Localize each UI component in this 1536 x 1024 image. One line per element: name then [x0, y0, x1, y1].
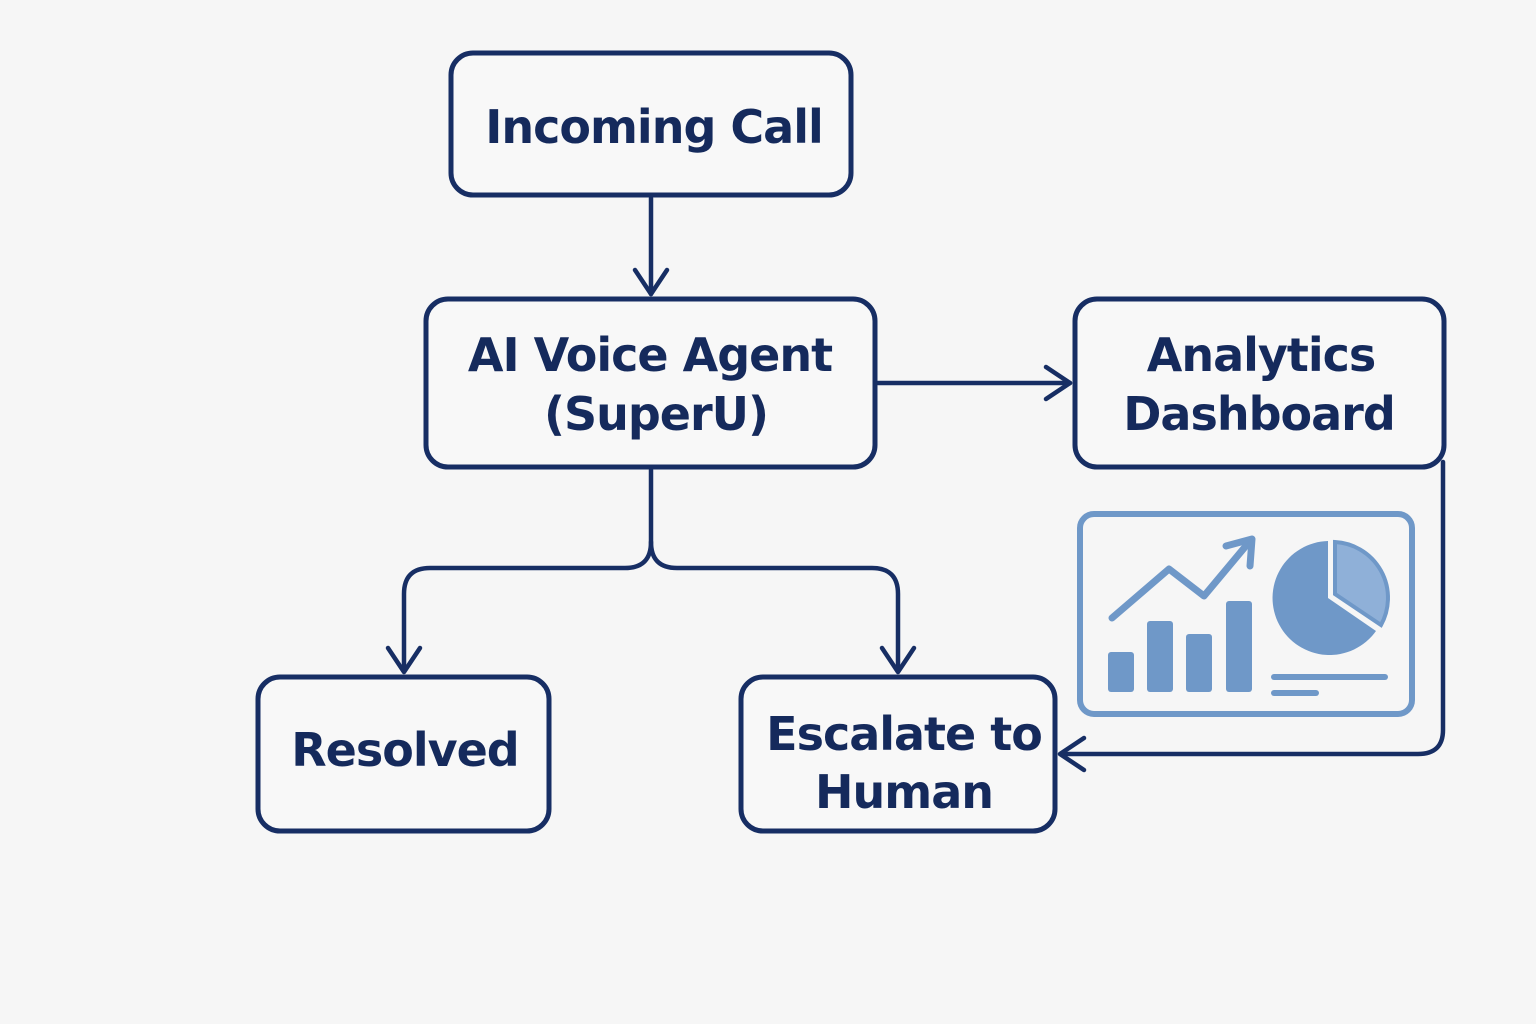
edge-agent-to-resolved: [385, 467, 654, 675]
trend-arrow-icon: [1108, 537, 1254, 622]
bar-icon: [1108, 652, 1134, 692]
node-analytics-dashboard: Analytics Dashboard: [1072, 296, 1447, 470]
node-label: (SuperU): [544, 387, 768, 441]
edge-incoming-to-agent: [632, 195, 670, 297]
node-resolved: Resolved: [255, 674, 552, 834]
node-label: Human: [815, 765, 993, 819]
node-escalate-to-human: Escalate to Human: [738, 674, 1058, 834]
node-label: Resolved: [291, 723, 518, 777]
edge-analytics-to-escalate: [1057, 459, 1446, 773]
analytics-dashboard-icon: [1077, 511, 1415, 717]
node-label: Dashboard: [1123, 387, 1395, 441]
edge-agent-to-analytics: [875, 364, 1073, 402]
node-label: AI Voice Agent: [468, 328, 832, 382]
node-label: Analytics: [1147, 328, 1376, 382]
pie-chart-icon: [1272, 541, 1376, 655]
node-label: Incoming Call: [485, 100, 822, 154]
edge-agent-to-escalate: [648, 539, 917, 675]
node-label: Escalate to: [766, 707, 1042, 761]
bar-icon: [1226, 601, 1252, 692]
node-ai-voice-agent: AI Voice Agent (SuperU): [423, 296, 878, 470]
bar-icon: [1147, 621, 1173, 692]
node-incoming-call: Incoming Call: [448, 50, 854, 198]
bar-icon: [1186, 634, 1212, 692]
